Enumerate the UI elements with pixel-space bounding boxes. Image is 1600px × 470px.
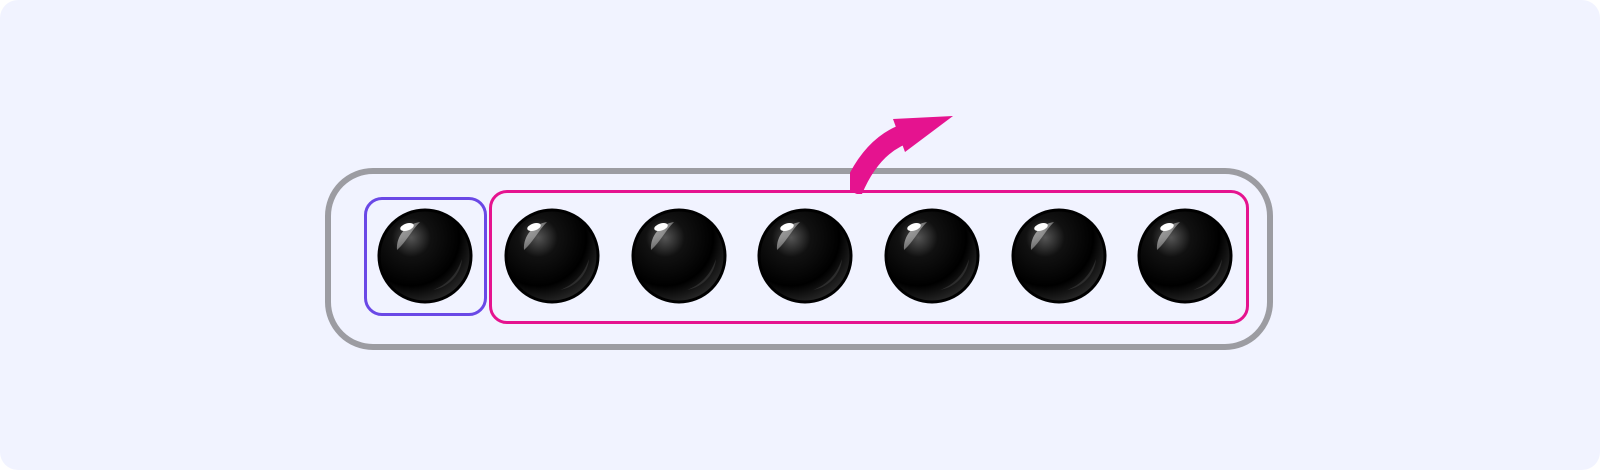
single-bead bbox=[377, 208, 473, 304]
group-bead bbox=[757, 208, 853, 304]
group-bead bbox=[504, 208, 600, 304]
group-bead bbox=[1137, 208, 1233, 304]
group-bead bbox=[884, 208, 980, 304]
curved-arrow-up-right-icon bbox=[850, 116, 953, 194]
single-bead-group-box bbox=[364, 197, 487, 316]
bead-tray bbox=[325, 168, 1273, 350]
group-bead bbox=[631, 208, 727, 304]
remaining-beads-group-box bbox=[489, 190, 1249, 324]
group-bead bbox=[1011, 208, 1107, 304]
